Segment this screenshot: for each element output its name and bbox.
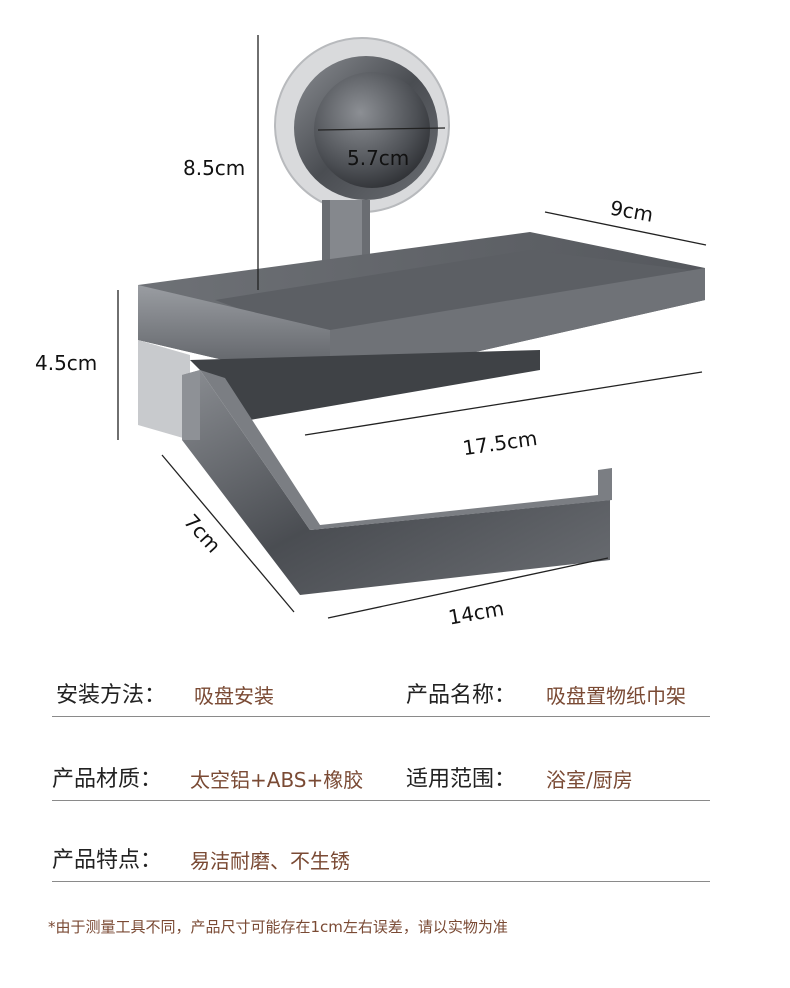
dimension-lines <box>117 35 707 619</box>
divider <box>52 881 710 882</box>
divider <box>52 800 710 801</box>
product-illustration: 8.5cm 5.7cm 9cm 4.5cm 17.5cm 7cm 14cm <box>35 35 707 629</box>
spec-row-1: 安装方法： 吸盘安装 产品名称： 吸盘置物纸巾架 <box>52 677 710 717</box>
holder-arm <box>182 370 612 595</box>
dim-arm-depth: 7cm <box>179 509 226 557</box>
spec-row-3: 产品特点： 易洁耐磨、不生锈 <box>52 842 710 882</box>
divider <box>52 716 710 717</box>
footnote: *由于测量工具不同，产品尺寸可能存在1cm左右误差，请以实物为准 <box>48 918 508 936</box>
scope-label: 适用范围： <box>406 767 517 792</box>
scope-value: 浴室/厨房 <box>546 768 633 792</box>
material-value: 太空铝+ABS+橡胶 <box>190 768 364 792</box>
name-label: 产品名称： <box>406 683 517 708</box>
dim-bracket-height: 4.5cm <box>35 351 97 375</box>
feature-label: 产品特点： <box>52 848 163 873</box>
dim-arm-length: 14cm <box>447 596 506 629</box>
dim-height-total: 8.5cm <box>183 156 245 180</box>
shelf <box>138 232 705 440</box>
spec-row-2: 产品材质： 太空铝+ABS+橡胶 适用范围： 浴室/厨房 <box>52 761 710 801</box>
name-value: 吸盘置物纸巾架 <box>546 684 686 708</box>
dim-shelf-depth: 9cm <box>608 196 655 227</box>
feature-value: 易洁耐磨、不生锈 <box>190 849 350 873</box>
dim-shelf-length: 17.5cm <box>461 426 539 460</box>
material-label: 产品材质： <box>52 767 163 792</box>
install-label: 安装方法： <box>56 683 167 708</box>
install-value: 吸盘安装 <box>194 684 274 708</box>
dim-suction-diameter: 5.7cm <box>347 146 409 170</box>
